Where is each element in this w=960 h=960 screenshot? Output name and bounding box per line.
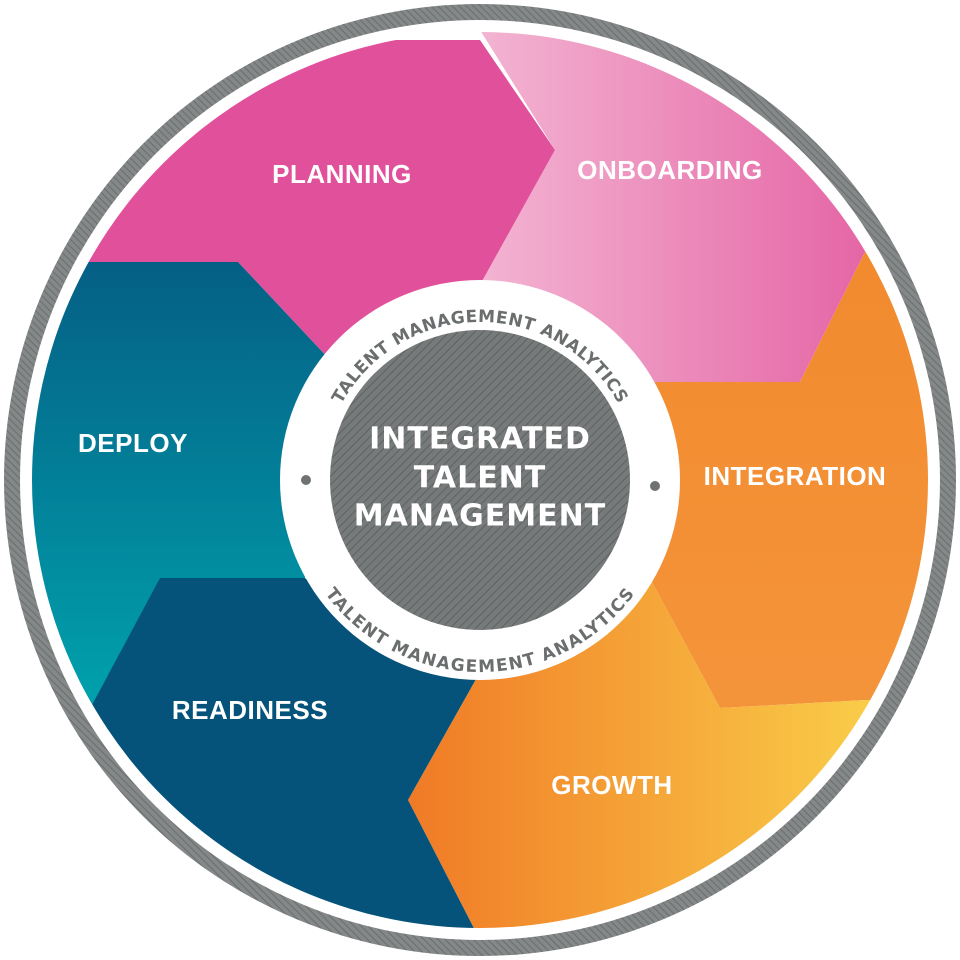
label-integration: INTEGRATION	[704, 461, 887, 491]
ring-dot-right	[650, 481, 660, 491]
label-deploy: DEPLOY	[78, 428, 188, 458]
center-title-line-3: MANAGEMENT	[354, 499, 606, 534]
label-readiness: READINESS	[172, 695, 328, 725]
hub	[330, 330, 630, 630]
segment-deploy[interactable]	[20, 262, 330, 705]
ring-dot-left	[301, 475, 311, 485]
center-title-line-2: TALENT	[414, 461, 547, 496]
label-onboarding: ONBOARDING	[577, 155, 763, 185]
center-title-line-1: INTEGRATED	[369, 422, 591, 457]
label-growth: GROWTH	[551, 770, 672, 800]
label-planning: PLANNING	[272, 159, 412, 189]
segment-integration[interactable]	[640, 250, 940, 708]
